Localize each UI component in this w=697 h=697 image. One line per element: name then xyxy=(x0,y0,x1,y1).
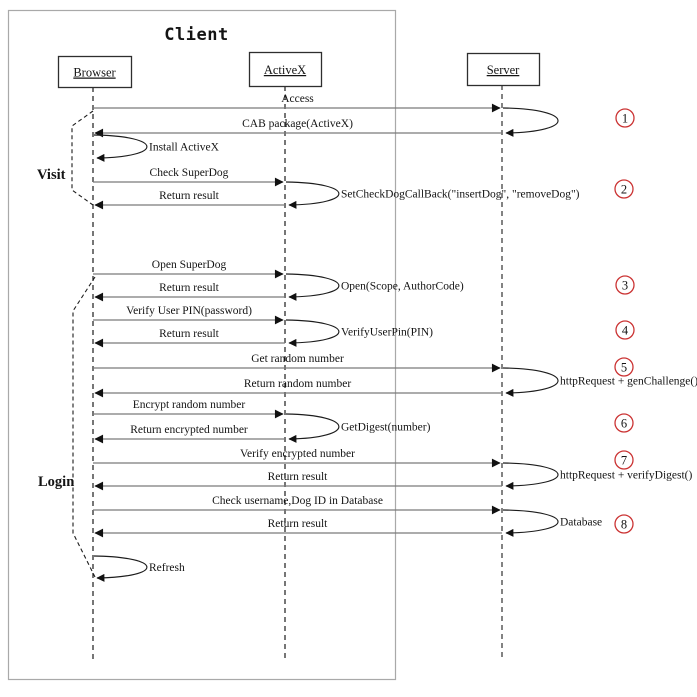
message-label: Return result xyxy=(159,328,220,340)
message-label: Verify encrypted number xyxy=(240,448,355,460)
step-marker-number-6: 6 xyxy=(621,417,627,431)
step-marker-circle-6 xyxy=(614,413,634,433)
actor-label-server: Server xyxy=(487,63,520,77)
message-label: Return result xyxy=(159,190,220,202)
message-label: Encrypt random number xyxy=(133,399,246,411)
self-call-loop xyxy=(502,509,559,537)
self-call-loop xyxy=(285,413,340,443)
message-label: Open SuperDog xyxy=(152,259,227,271)
self-call-loop xyxy=(502,367,559,397)
self-call-loop xyxy=(502,462,559,490)
self-call-loop xyxy=(285,273,340,301)
step-marker-number-8: 8 xyxy=(621,518,627,532)
message-label: Return encrypted number xyxy=(130,424,248,436)
self-call-loop xyxy=(93,555,148,582)
message-label: CAB package(ActiveX) xyxy=(242,118,353,130)
section-bracket-visit xyxy=(71,110,94,206)
step-marker-number-2: 2 xyxy=(621,183,627,197)
message-label: Return result xyxy=(159,282,220,294)
lifelines xyxy=(92,85,503,661)
section-bracket-login xyxy=(72,276,96,578)
actor-label-browser: Browser xyxy=(73,66,116,80)
message-label: Check SuperDog xyxy=(150,167,229,179)
step-marker-circle-1 xyxy=(615,108,635,128)
message-label: Access xyxy=(281,93,314,105)
step-marker-number-7: 7 xyxy=(621,454,627,468)
actor-box-activex xyxy=(248,51,323,88)
actor-label-activex: ActiveX xyxy=(264,63,306,77)
message-label: Verify User PIN(password) xyxy=(126,305,252,317)
step-marker-circle-3 xyxy=(615,275,635,295)
message-label: Get random number xyxy=(251,353,344,365)
self-call-loop xyxy=(285,181,340,209)
step-number-markers: 1 2 3 4 5 6 7 8 xyxy=(614,108,635,534)
step-marker-number-1: 1 xyxy=(622,112,628,126)
actor-boxes: Browser ActiveX Server xyxy=(57,51,541,89)
step-marker-circle-5 xyxy=(614,357,634,377)
self-call-label: Database xyxy=(560,517,602,529)
step-marker-circle-7 xyxy=(614,450,634,470)
client-box xyxy=(7,9,397,681)
step-marker-number-5: 5 xyxy=(621,361,627,375)
self-call-label: httpRequest + genChallenge() xyxy=(560,376,697,388)
self-call-label: Refresh xyxy=(149,562,185,574)
message-label: Return result xyxy=(268,518,329,530)
step-marker-circle-8 xyxy=(614,514,634,534)
step-marker-circle-2 xyxy=(614,179,634,199)
self-call-label: Install ActiveX xyxy=(149,142,220,154)
client-title: Client xyxy=(164,25,228,45)
section-label-visit: Visit xyxy=(37,167,66,183)
actor-box-server xyxy=(466,52,541,87)
self-call-loops: Install ActiveX SetCheckDogCallBack("inse… xyxy=(93,107,697,582)
self-call-loop xyxy=(93,134,148,162)
self-call-label: VerifyUserPin(PIN) xyxy=(341,327,433,339)
self-call-loop xyxy=(502,107,559,137)
self-call-label: SetCheckDogCallBack("insertDog", "remove… xyxy=(341,189,580,201)
client-boundary-box: Client xyxy=(7,9,397,681)
self-call-label: httpRequest + verifyDigest() xyxy=(560,470,692,482)
step-marker-number-3: 3 xyxy=(622,279,628,293)
self-call-label: Open(Scope, AuthorCode) xyxy=(341,281,464,293)
step-marker-circle-4 xyxy=(615,320,635,340)
section-label-login: Login xyxy=(38,474,74,490)
self-call-label: GetDigest(number) xyxy=(341,422,431,434)
self-call-loop xyxy=(285,319,340,347)
step-marker-number-4: 4 xyxy=(622,324,629,338)
message-label: Return result xyxy=(268,471,329,483)
message-label: Return random number xyxy=(244,378,351,390)
actor-box-browser xyxy=(57,55,133,89)
message-label: Check username,Dog ID in Database xyxy=(212,495,383,507)
